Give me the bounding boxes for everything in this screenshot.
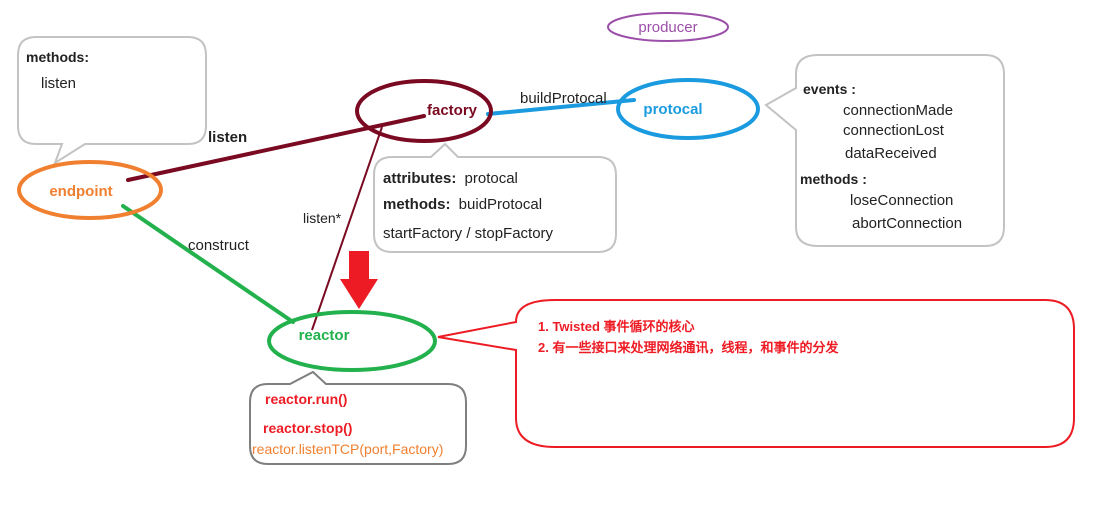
endpoint-label: endpoint [49, 183, 112, 200]
protocal-events-title: events : [803, 81, 856, 97]
producer-label: producer [638, 19, 697, 36]
twisted-callout-bubble [437, 299, 1075, 448]
protocal-method-abort-connection: abortConnection [852, 215, 962, 232]
reactor-run: reactor.run() [265, 391, 347, 407]
reactor-callout-bubble [249, 370, 467, 465]
edge-label-listen-star: listen* [303, 210, 342, 226]
endpoint-method-listen: listen [41, 75, 76, 92]
factory-methods-line: methods: buidProtocal [383, 196, 542, 213]
down-arrow-icon [340, 251, 378, 309]
edge-reactor-factory-listen-star [311, 126, 383, 331]
endpoint-node [17, 160, 163, 220]
protocal-label: protocal [643, 101, 702, 118]
factory-attributes-label: attributes: [383, 170, 456, 187]
factory-methods-label: methods: [383, 196, 451, 213]
edge-endpoint-reactor-construct [121, 204, 295, 324]
factory-node [355, 79, 493, 143]
reactor-stop: reactor.stop() [263, 420, 352, 436]
edge-label-construct: construct [188, 237, 250, 254]
reactor-node [267, 310, 437, 372]
factory-label: factory [427, 102, 478, 119]
edge-endpoint-factory-listen [126, 114, 426, 182]
factory-methods-value: buidProtocal [459, 196, 542, 213]
protocal-callout-bubble [764, 54, 1005, 247]
factory-callout-bubble [373, 142, 617, 253]
protocal-event-data-received: dataReceived [845, 145, 937, 162]
producer-node [607, 12, 729, 42]
endpoint-methods-title: methods: [26, 49, 89, 65]
protocal-event-connection-lost: connectionLost [843, 122, 945, 139]
factory-attributes-value: protocal [465, 170, 518, 187]
twisted-line-1: 1. Twisted 事件循环的核心 [538, 319, 695, 334]
factory-attributes-line: attributes: protocal [383, 170, 518, 187]
edge-label-listen: listen [208, 129, 247, 146]
endpoint-callout-bubble [17, 36, 207, 166]
reactor-label: reactor [299, 327, 350, 344]
protocal-node [616, 78, 760, 140]
protocal-methods-title: methods : [800, 171, 867, 187]
edge-label-build-protocal: buildProtocal [520, 90, 607, 107]
twisted-line-2: 2. 有一些接口来处理网络通讯，线程，和事件的分发 [538, 340, 839, 355]
reactor-listen-tcp: reactor.listenTCP(port,Factory) [252, 441, 443, 457]
protocal-method-lose-connection: loseConnection [850, 192, 953, 209]
protocal-event-connection-made: connectionMade [843, 102, 953, 119]
edge-factory-protocal-build [486, 98, 636, 116]
factory-extra-methods: startFactory / stopFactory [383, 225, 554, 242]
